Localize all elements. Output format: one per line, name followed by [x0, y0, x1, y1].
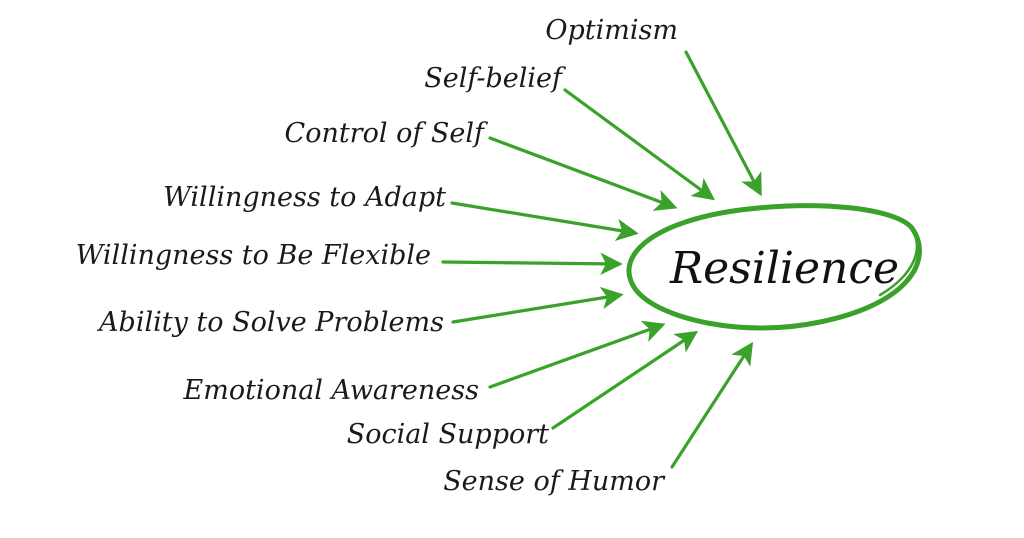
- center-ellipse: [626, 203, 922, 331]
- factor-control-of-self: Control of Self: [285, 118, 488, 149]
- center-label: Resilience: [669, 243, 899, 294]
- arrow-self-belief: [563, 88, 716, 201]
- factor-willingness-to-be-flexible: Willingness to Be Flexible: [76, 240, 431, 271]
- arrow-emotional-awareness: [488, 320, 666, 389]
- arrow-ability-to-solve-problems: [451, 286, 624, 324]
- arrow-willingness-to-be-flexible: [441, 252, 623, 275]
- arrow-social-support: [551, 330, 699, 430]
- factor-ability-to-solve-problems: Ability to Solve Problems: [96, 307, 444, 338]
- arrow-control-of-self: [488, 136, 678, 211]
- arrows: [441, 50, 762, 469]
- factor-sense-of-humor: Sense of Humor: [443, 466, 666, 497]
- arrow-sense-of-humor: [670, 341, 754, 469]
- factor-optimism: Optimism: [545, 15, 678, 46]
- factor-emotional-awareness: Emotional Awareness: [183, 375, 479, 406]
- factor-social-support: Social Support: [347, 419, 549, 450]
- factor-self-belief: Self-belief: [424, 63, 566, 94]
- arrow-optimism: [684, 50, 762, 197]
- arrow-willingness-to-adapt: [450, 201, 639, 242]
- factor-labels: Optimism Self-belief Control of Self Wil…: [76, 15, 678, 497]
- factor-willingness-to-adapt: Willingness to Adapt: [163, 182, 446, 213]
